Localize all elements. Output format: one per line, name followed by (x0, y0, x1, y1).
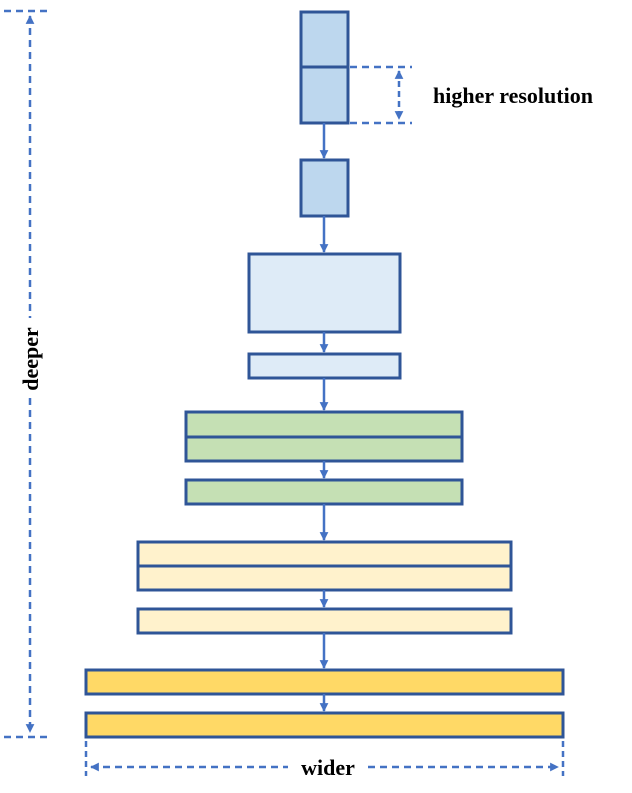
block-yellow-2 (84, 711, 565, 739)
deeper-indicator (4, 9, 52, 739)
block-lightblue-thin (247, 352, 402, 380)
block-green-2 (184, 435, 464, 463)
block-blue-top-1 (299, 10, 350, 69)
higher-resolution-indicator (350, 65, 412, 125)
higher-resolution-label: higher resolution (433, 83, 593, 108)
block-cream-3 (136, 607, 513, 635)
block-cream-1 (136, 540, 513, 568)
block-green-3 (184, 478, 464, 506)
block-green-1 (184, 410, 464, 439)
block-cream-2 (136, 564, 513, 592)
block-yellow-1 (84, 668, 565, 696)
wider-indicator (84, 741, 565, 776)
deeper-label: deeper (18, 327, 43, 391)
layer-stack (84, 10, 565, 739)
block-blue-top-2 (299, 65, 350, 125)
block-blue-small (299, 158, 350, 218)
wider-label: wider (301, 755, 355, 780)
block-lightblue-large (247, 252, 402, 334)
